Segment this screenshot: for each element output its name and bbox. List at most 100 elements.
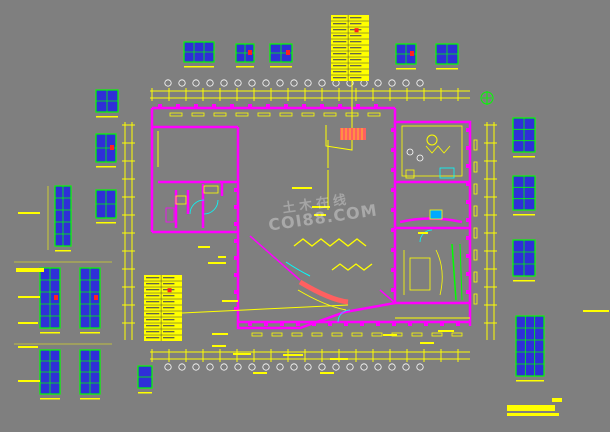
axis-bubble: [304, 79, 312, 87]
column: [158, 104, 162, 108]
legend-text-mark: [333, 23, 347, 25]
axis-bubble: [332, 363, 340, 371]
window-label: [396, 68, 416, 70]
legend-text-mark: [163, 331, 175, 333]
column: [248, 322, 252, 326]
axis-bubble: [318, 363, 326, 371]
window-strip: [279, 112, 293, 117]
legend-text-mark: [163, 277, 175, 279]
restroom-fixtures: [401, 125, 463, 220]
annotation-mark: [314, 214, 326, 216]
window-label: [40, 332, 60, 334]
window-strip: [473, 293, 478, 305]
legend-text-mark: [350, 17, 362, 19]
meeting-room-furniture: [403, 243, 463, 301]
annotation-mark: [312, 206, 330, 208]
side-label-mark: [16, 268, 44, 270]
window-strip: [351, 332, 363, 337]
legend-text-mark: [333, 35, 347, 37]
legend-text-mark: [350, 53, 362, 55]
legend-text-mark: [350, 77, 362, 79]
column: [424, 322, 428, 326]
side-label-mark: [18, 322, 38, 324]
axis-bubble: [388, 79, 396, 87]
column: [264, 322, 268, 326]
legend-text-mark: [146, 283, 160, 285]
building-walls: [150, 106, 472, 330]
column: [234, 290, 238, 294]
axis-bubble: [360, 363, 368, 371]
column: [392, 322, 396, 326]
column: [376, 322, 380, 326]
axis-bubble: [248, 79, 256, 87]
window-frame: [515, 315, 545, 377]
window-label: [40, 398, 60, 400]
column: [466, 200, 470, 204]
column: [176, 104, 180, 108]
window-label: [236, 66, 254, 68]
legend-text-mark: [350, 35, 362, 37]
dimension-ticks: [122, 88, 497, 362]
window-label: [96, 166, 116, 168]
axis-bubble: [388, 363, 396, 371]
window-label: [516, 380, 544, 382]
axis-bubble: [220, 79, 228, 87]
axis-bubble: [262, 79, 270, 87]
north-arrow-icon: [480, 91, 494, 105]
window-strip: [473, 205, 478, 217]
zigzag-marks: [293, 238, 373, 271]
column: [248, 104, 252, 108]
window-strip: [367, 112, 381, 117]
legend-text-mark: [146, 313, 160, 315]
window-strip: [235, 112, 249, 117]
legend-text-mark: [333, 29, 347, 31]
axis-bubble: [374, 363, 382, 371]
annotation-mark: [222, 300, 238, 302]
legend-text-mark: [146, 319, 160, 321]
window-strip: [345, 112, 359, 117]
window-label: [55, 250, 71, 252]
window-label: [138, 392, 152, 394]
window-details: [39, 41, 545, 400]
column: [234, 222, 238, 226]
axis-bubble: [304, 363, 312, 371]
column: [344, 322, 348, 326]
legend-text-mark: [163, 283, 175, 285]
left-side-labels: [14, 186, 112, 382]
window-strip: [191, 112, 205, 117]
wall-windows: [169, 112, 478, 337]
axis-bubble: [178, 363, 186, 371]
column: [328, 322, 332, 326]
left-room-items: [165, 185, 219, 223]
axis-bubble: [192, 79, 200, 87]
window-strip: [431, 332, 443, 337]
axis-bubble: [416, 363, 424, 371]
annotation-mark: [233, 353, 251, 355]
interior-annotations: [157, 78, 470, 319]
axis-bubble: [318, 79, 326, 87]
column: [234, 188, 238, 192]
column: [466, 254, 470, 258]
column: [266, 104, 270, 108]
window-strip: [311, 332, 323, 337]
legend-text-mark: [146, 277, 160, 279]
annotation-mark: [212, 333, 228, 335]
axis-bubble: [206, 363, 214, 371]
annotation-mark: [383, 334, 397, 336]
side-label-mark: [18, 296, 40, 298]
column: [312, 322, 316, 326]
column: [466, 218, 470, 222]
column: [356, 104, 360, 108]
window-strip: [473, 139, 478, 151]
legend-text-mark: [146, 331, 160, 333]
column: [212, 104, 216, 108]
column: [234, 205, 238, 209]
axis-bubble: [248, 363, 256, 371]
axis-bubble: [234, 79, 242, 87]
column: [391, 248, 395, 252]
legend-text-mark: [163, 301, 175, 303]
columns: [158, 104, 470, 326]
red-marker: [248, 50, 252, 55]
window-detail: [512, 175, 536, 216]
